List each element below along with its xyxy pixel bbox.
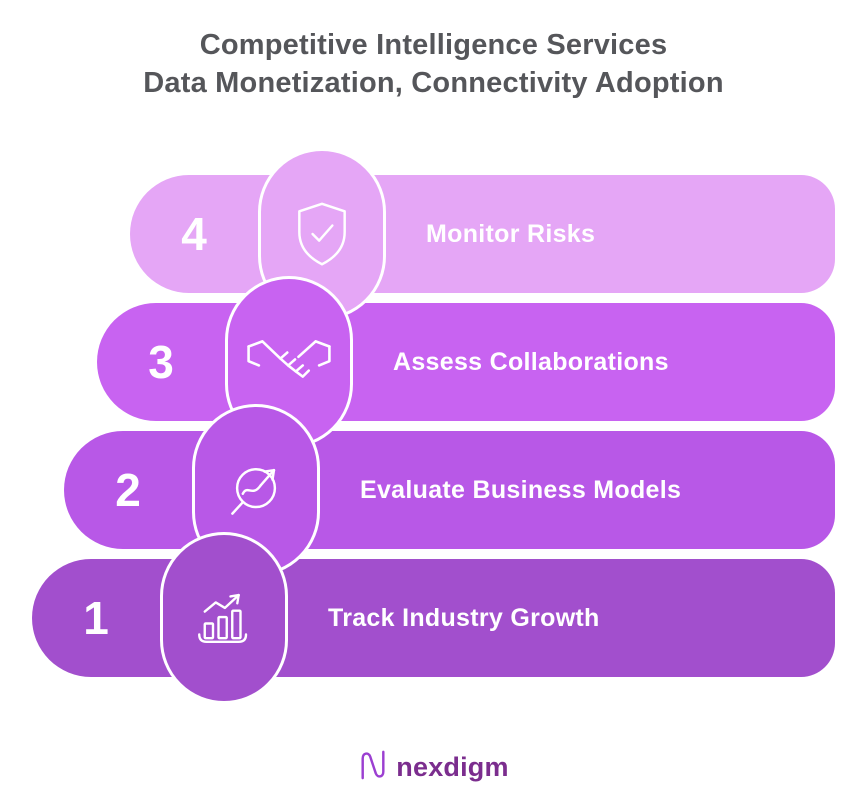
step-label: Evaluate Business Models: [360, 475, 682, 504]
step-row-4: 4 Monitor Risks: [130, 148, 835, 320]
step-label: Assess Collaborations: [393, 347, 669, 376]
search-trend-icon: [222, 456, 290, 524]
handshake-icon: [246, 336, 332, 388]
bar-chart-growth-icon: [191, 588, 257, 648]
step-label: Monitor Risks: [426, 219, 596, 248]
step-row-3: 3 Assess Collaborations: [97, 276, 835, 448]
nexdigm-logo: nexdigm: [0, 748, 867, 787]
n-wave-icon: [358, 748, 388, 787]
title-line-1: Competitive Intelligence Services: [199, 29, 668, 61]
step-number: 1: [83, 592, 109, 644]
step-row-1: 1 Track Industry Growth: [32, 532, 835, 704]
page-title: Competitive Intelligence Services Data M…: [0, 26, 867, 102]
title-line-2: Data Monetization, Connectivity Adoption: [143, 67, 724, 99]
step-bar: [130, 175, 835, 293]
step-number: 3: [148, 336, 174, 388]
step-label: Track Industry Growth: [328, 603, 600, 632]
step-icon-capsule: [160, 532, 288, 704]
step-bar: [97, 303, 835, 421]
nexdigm-logo-text: nexdigm: [396, 752, 509, 782]
shield-check-icon: [291, 200, 353, 268]
step-number: 2: [115, 464, 141, 516]
step-number: 4: [181, 208, 207, 260]
step-row-2: 2 Evaluate Business Models: [64, 404, 835, 576]
